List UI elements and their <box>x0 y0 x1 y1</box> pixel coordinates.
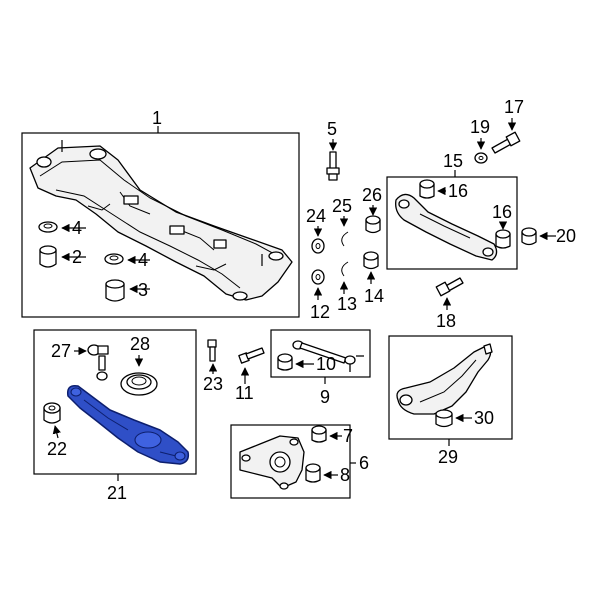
callout-29[interactable]: 29 <box>438 447 458 467</box>
clip-25[interactable] <box>341 231 349 247</box>
callout-27[interactable]: 27 <box>51 341 71 361</box>
bushing-7[interactable] <box>311 425 327 443</box>
bushing-16-upper[interactable] <box>419 179 435 199</box>
trailing-arm-group: 29 30 <box>388 335 513 467</box>
washer-12[interactable] <box>311 269 325 285</box>
lower-control-arm-group-box <box>33 329 197 475</box>
bushing-lower[interactable] <box>39 245 57 268</box>
bushing-washer-upper[interactable] <box>38 221 58 233</box>
bushing-22[interactable] <box>43 402 61 424</box>
washer-24[interactable] <box>311 238 325 254</box>
callout-7[interactable]: 7 <box>343 426 353 446</box>
rear-crossmember[interactable] <box>29 140 293 301</box>
callout-28[interactable]: 28 <box>130 334 150 354</box>
callout-19[interactable]: 19 <box>470 117 490 137</box>
callout-23[interactable]: 23 <box>203 374 223 394</box>
callout-25[interactable]: 25 <box>332 196 352 216</box>
callout-21[interactable]: 21 <box>107 483 127 503</box>
callout-2[interactable]: 2 <box>72 247 82 267</box>
callout-17[interactable]: 17 <box>504 97 524 117</box>
stabilizer-link-27[interactable] <box>87 344 109 381</box>
lateral-arm-group-box <box>386 176 518 270</box>
bolt-18[interactable] <box>435 277 464 297</box>
lower-control-arm-21[interactable] <box>66 384 190 465</box>
callout-11[interactable]: 11 <box>235 383 254 403</box>
callout-3[interactable]: 3 <box>138 280 148 300</box>
callout-16-lower[interactable]: 16 <box>492 202 512 222</box>
bolt-17[interactable] <box>491 131 521 154</box>
callout-5[interactable]: 5 <box>327 119 337 139</box>
callout-16-upper[interactable]: 16 <box>448 181 468 201</box>
lower-control-arm-group: 21 27 28 <box>33 329 197 503</box>
callout-9[interactable]: 9 <box>320 387 330 407</box>
trailing-arm-group-box <box>388 335 513 440</box>
bushing-30[interactable] <box>435 409 453 428</box>
rear-knuckle[interactable] <box>239 435 305 490</box>
toe-link-group: 9 10 <box>270 329 371 407</box>
spring-seat-28[interactable] <box>120 372 158 396</box>
callout-15[interactable]: 15 <box>443 151 463 171</box>
callout-4-right[interactable]: 4 <box>138 250 148 270</box>
subframe-group: 1 4 <box>21 108 300 318</box>
trailing-arm[interactable] <box>396 343 493 415</box>
callout-22[interactable]: 22 <box>47 439 67 459</box>
callout-24[interactable]: 24 <box>306 206 326 226</box>
callout-20[interactable]: 20 <box>556 226 576 246</box>
bolt-5[interactable] <box>326 151 340 181</box>
callout-14[interactable]: 14 <box>364 286 384 306</box>
bushing-rear[interactable] <box>105 279 125 302</box>
callout-1[interactable]: 1 <box>152 108 162 128</box>
callout-30[interactable]: 30 <box>474 408 494 428</box>
toe-link[interactable] <box>292 340 364 372</box>
knuckle-group: 6 7 8 <box>230 424 369 499</box>
callout-6[interactable]: 6 <box>359 453 369 473</box>
callout-8[interactable]: 8 <box>340 465 350 485</box>
lateral-arm-group: 15 16 16 <box>386 151 518 270</box>
toe-link-group-box <box>270 329 371 378</box>
nut-26[interactable] <box>365 215 381 234</box>
bolt-23[interactable] <box>207 339 217 362</box>
callout-26[interactable]: 26 <box>362 185 382 205</box>
callout-10[interactable]: 10 <box>316 354 336 374</box>
bushing-16-lower[interactable] <box>495 229 511 249</box>
clip-13[interactable] <box>341 261 349 277</box>
nut-14[interactable] <box>363 251 379 270</box>
knuckle-group-box <box>230 424 351 499</box>
subframe-group-box <box>21 132 300 318</box>
lateral-arm[interactable] <box>395 193 498 261</box>
callout-12[interactable]: 12 <box>310 302 330 322</box>
washer-19[interactable] <box>474 152 488 164</box>
hardware-column: 5 24 25 26 14 <box>306 119 384 322</box>
bushing-8[interactable] <box>305 463 321 483</box>
bushing-washer-right[interactable] <box>104 253 124 265</box>
bolt-11[interactable] <box>238 347 265 364</box>
callout-4-left[interactable]: 4 <box>72 218 82 238</box>
bushing-10[interactable] <box>277 353 293 371</box>
nut-20[interactable] <box>521 227 537 246</box>
callout-13[interactable]: 13 <box>337 294 357 314</box>
callout-18[interactable]: 18 <box>436 311 456 331</box>
